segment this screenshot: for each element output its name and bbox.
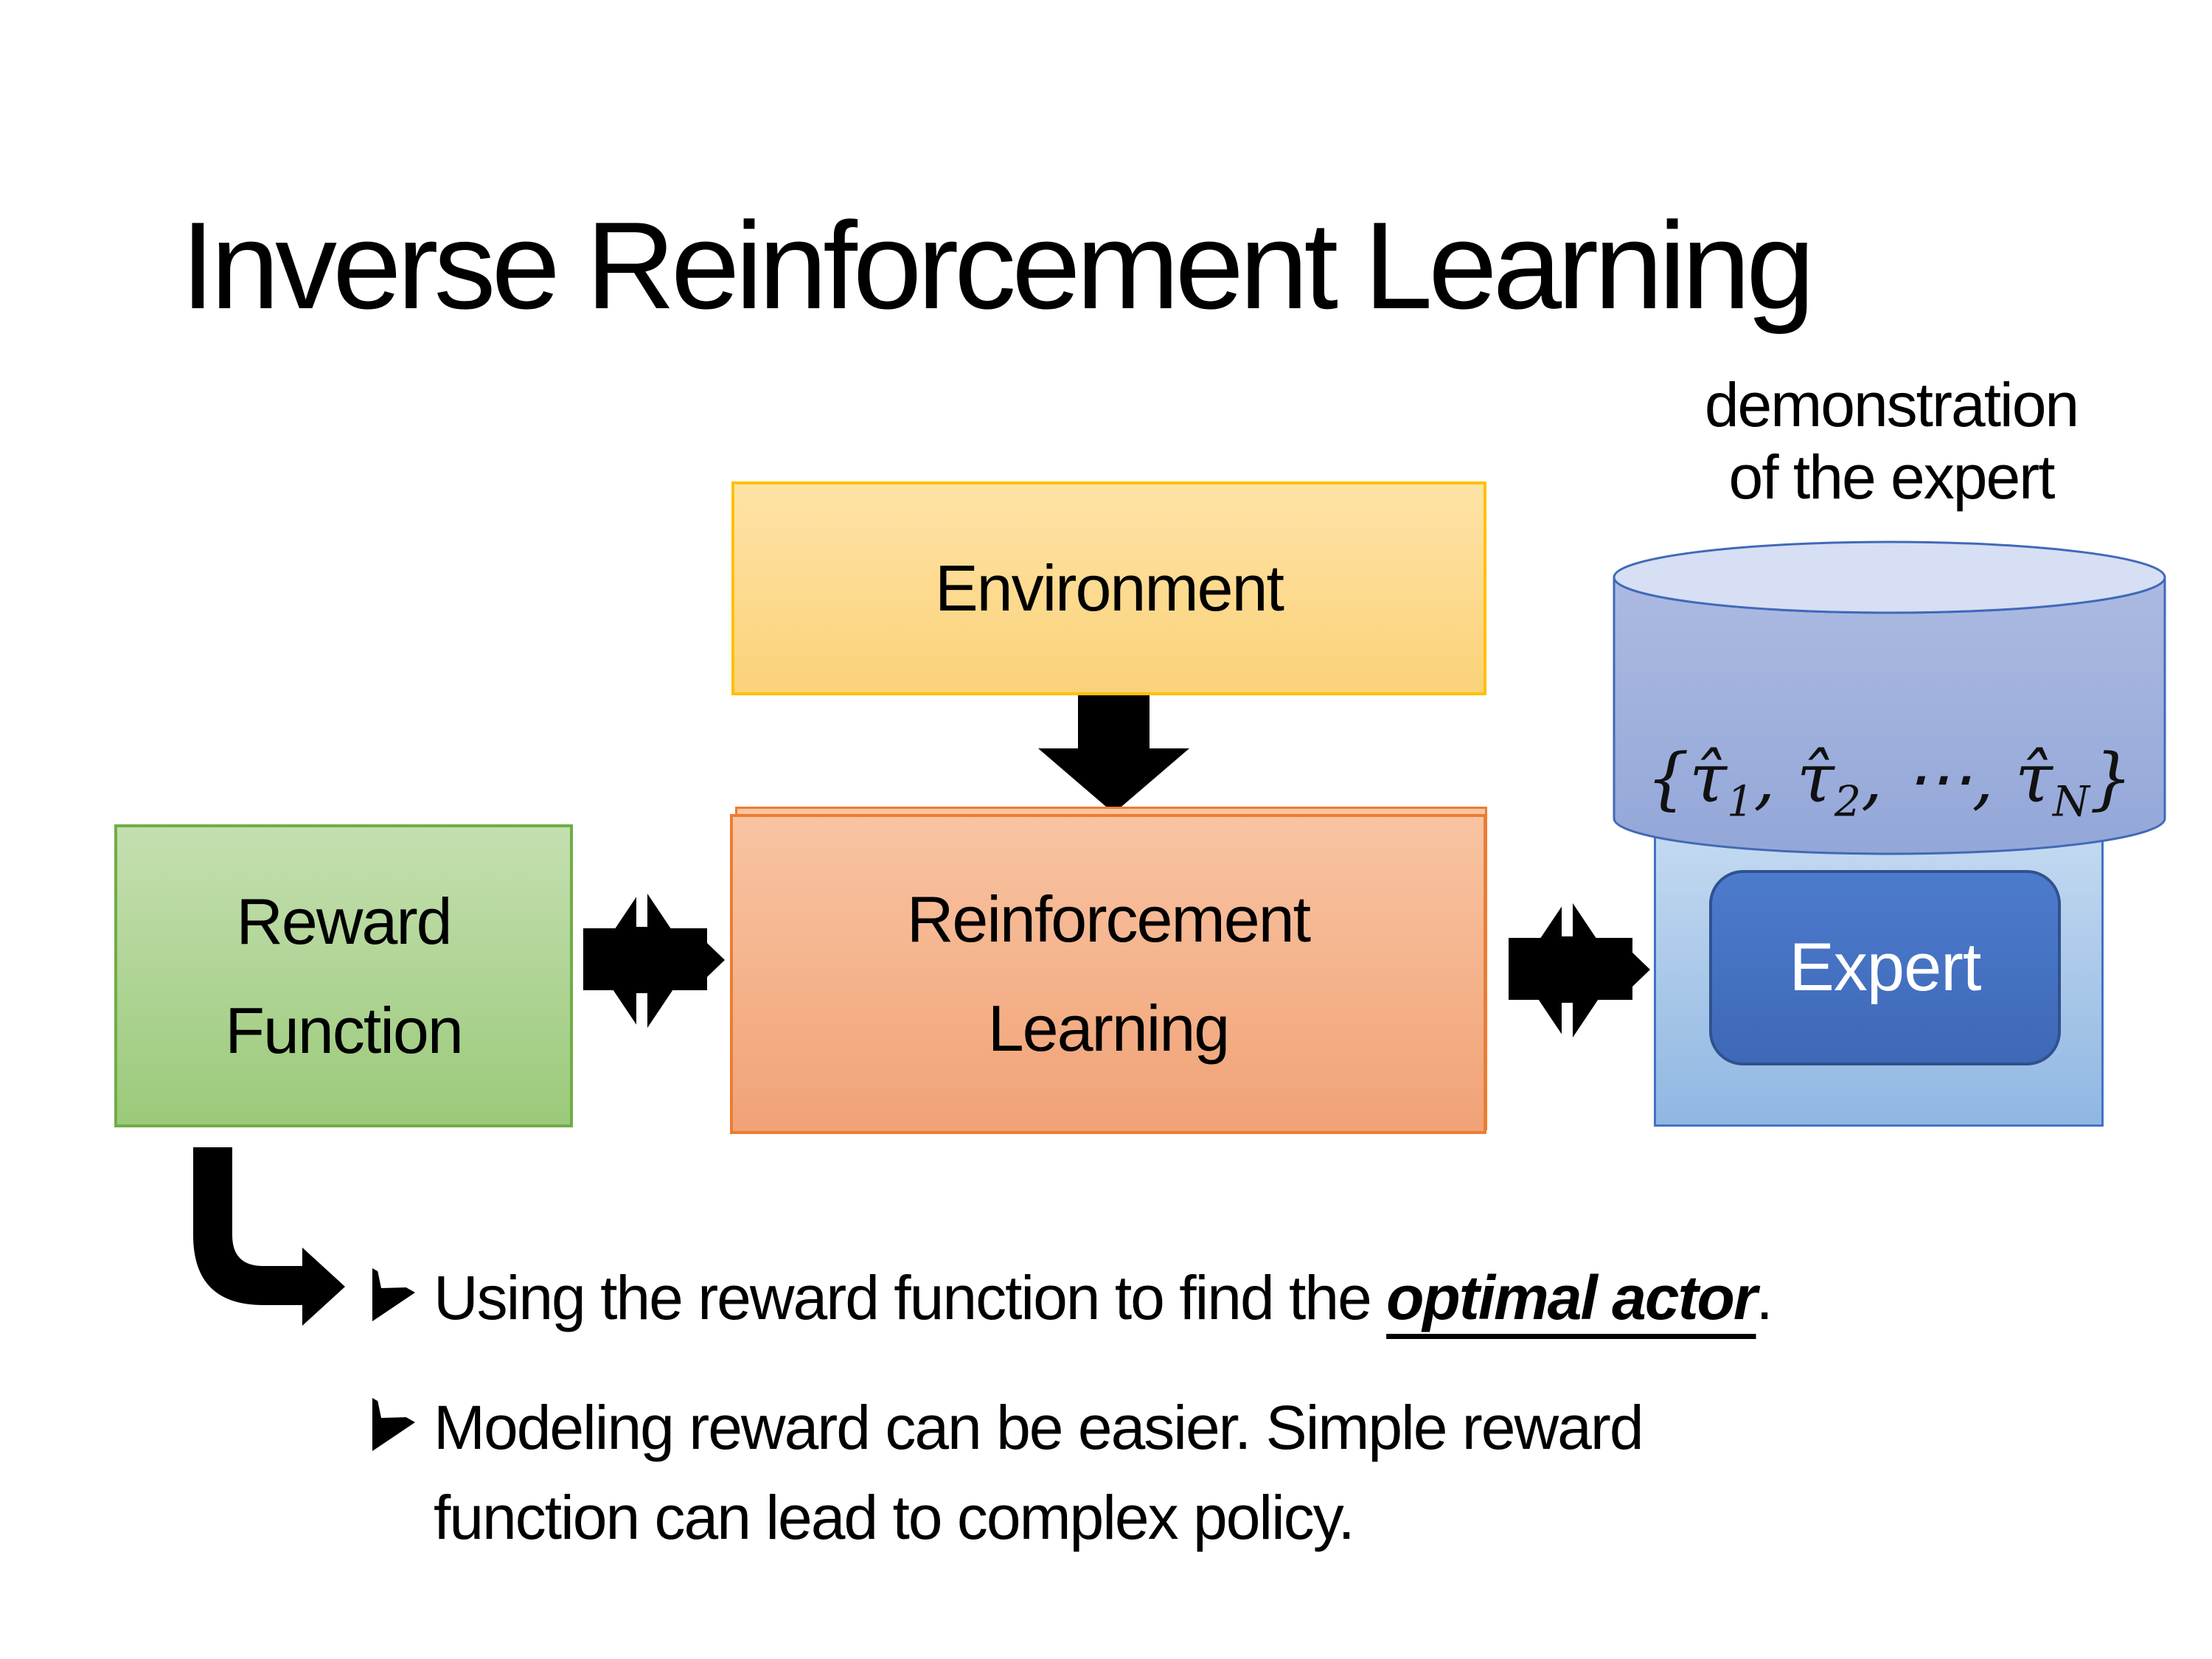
expert-label: Expert <box>1789 930 1982 1005</box>
environment-box: Environment <box>731 481 1486 695</box>
bullet-item-1: Using the reward function to find the op… <box>434 1263 1773 1332</box>
double-arrow-reward-rl-icon <box>583 884 725 1036</box>
reinforcement-learning-label: Reinforcement Learning <box>906 883 1311 1065</box>
bent-arrow-icon <box>193 1147 345 1326</box>
page-title: Inverse Reinforcement Learning <box>181 196 1815 335</box>
down-arrow-icon <box>1038 695 1189 813</box>
bullet-arrow-icon <box>372 1267 415 1321</box>
reinforcement-learning-box: Reinforcement Learning <box>730 814 1486 1134</box>
demonstration-caption-line1: demonstration <box>1704 370 2079 439</box>
demonstration-database-icon <box>1613 540 2166 855</box>
reward-function-label: Reward Function <box>225 884 464 1067</box>
trajectory-set-formula: {τ̂1, τ̂2, ⋯, τ̂N} <box>1646 739 2133 827</box>
reward-function-box: Reward Function <box>114 824 573 1127</box>
expert-box: Expert <box>1709 870 2061 1065</box>
demonstration-caption-line2: of the expert <box>1728 442 2056 512</box>
demonstration-caption: demonstration of the expert <box>1607 369 2175 514</box>
optimal-actor-emphasis: optimal actor <box>1386 1263 1757 1332</box>
double-arrow-rl-expert-icon <box>1509 894 1650 1046</box>
bullet-arrow-icon <box>372 1397 415 1451</box>
bullet-item-2: Modeling reward can be easier. Simple re… <box>434 1393 1644 1552</box>
environment-label: Environment <box>934 552 1284 625</box>
